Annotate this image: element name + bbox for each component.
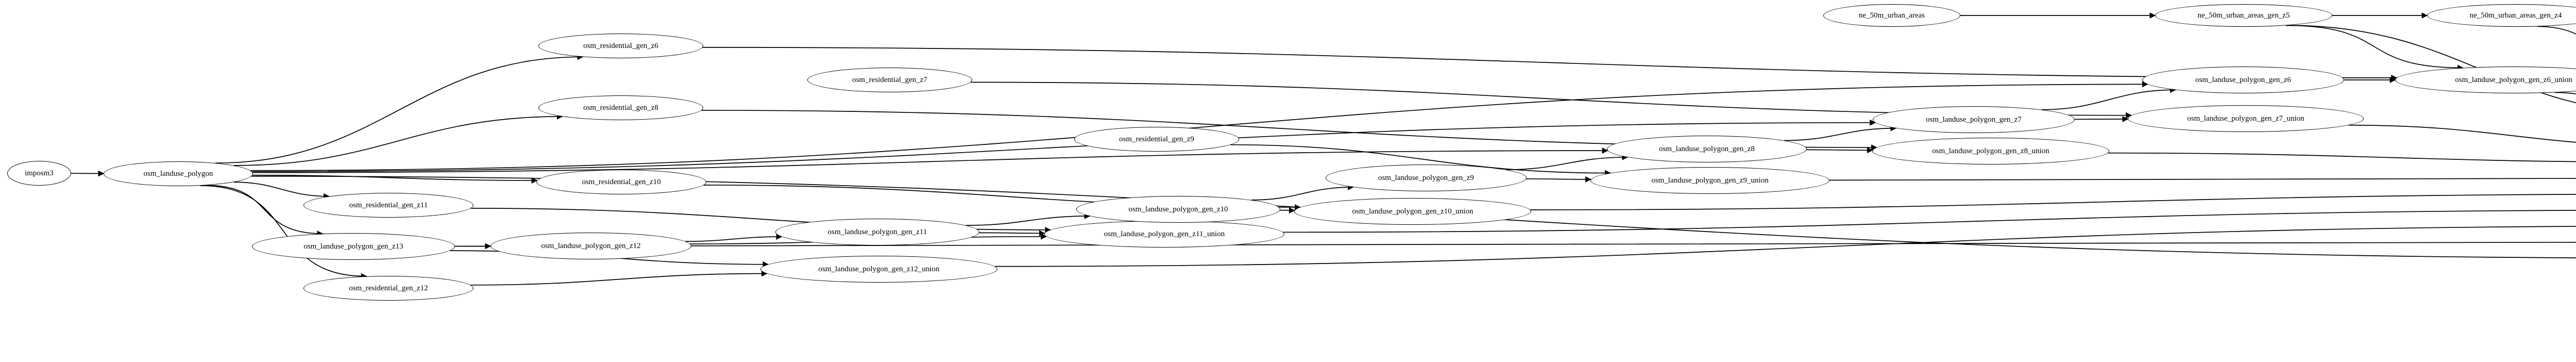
graph-node-label: osm_landuse_polygon_gen_z9_union (1651, 176, 1769, 185)
graph-edge (1530, 194, 2576, 210)
graph-edge (2348, 124, 2576, 143)
graph-node-label: osm_residential_gen_z7 (852, 75, 927, 84)
graph-edge (2285, 25, 2464, 71)
graph-node-label: osm_residential_gen_z11 (349, 201, 428, 209)
graph-node-ne-50m-urban-areas-gen-z4[interactable]: ne_50m_urban_areas_gen_z4 (2427, 4, 2576, 27)
graph-node-label: osm_residential_gen_z9 (1119, 135, 1194, 143)
graph-node-osm-residential-gen-z6[interactable]: osm_residential_gen_z6 (538, 34, 703, 58)
graph-edge (1784, 125, 1897, 141)
graph-node-label: osm_landuse_polygon_gen_z9 (1378, 173, 1474, 182)
graph-node-label: osm_landuse_polygon (143, 169, 213, 178)
graph-node-label: osm_landuse_polygon_gen_z11_union (1104, 229, 1225, 238)
graph-edge (965, 212, 1091, 226)
graph-node-label: osm_landuse_polygon_gen_z6 (2195, 75, 2291, 84)
graph-node-osm-residential-gen-z11[interactable]: osm_residential_gen_z11 (303, 193, 473, 218)
graph-edge (685, 234, 783, 242)
graph-node-ne-50m-urban-areas[interactable]: ne_50m_urban_areas (1823, 4, 1960, 27)
graph-edge (1829, 177, 2576, 181)
graph-node-label: osm_landuse_polygon_gen_z10_union (1352, 207, 1473, 216)
graph-edge (233, 113, 563, 166)
graph-edge (215, 54, 584, 164)
graph-node-osm-landuse-polygon-gen-z7-union[interactable]: osm_landuse_polygon_gen_z7_union (2128, 105, 2364, 132)
graph-node-osm-landuse-polygon-gen-z9-union[interactable]: osm_landuse_polygon_gen_z9_union (1590, 167, 1829, 194)
graph-node-label: osm_landuse_polygon_gen_z12 (541, 241, 641, 250)
graph-node-imposm3[interactable]: imposm3 (7, 161, 71, 186)
graph-node-label: osm_landuse_polygon_gen_z6_union (2455, 75, 2572, 84)
graph-node-osm-residential-gen-z9[interactable]: osm_residential_gen_z9 (1074, 127, 1239, 152)
graph-node-label: osm_residential_gen_z10 (582, 177, 661, 186)
graph-edge (2554, 92, 2576, 94)
graph-node-label: osm_landuse_polygon_gen_z8_union (1932, 146, 2049, 155)
graph-node-osm-landuse-polygon-gen-z11[interactable]: osm_landuse_polygon_gen_z11 (775, 219, 979, 245)
graph-node-osm-landuse-polygon-gen-z7[interactable]: osm_landuse_polygon_gen_z7 (1873, 106, 2075, 133)
graph-node-label: osm_residential_gen_z6 (583, 41, 658, 50)
graph-node-osm-residential-gen-z12[interactable]: osm_residential_gen_z12 (303, 276, 473, 301)
graph-edge (250, 81, 2148, 171)
graph-node-label: osm_landuse_polygon_gen_z13 (303, 242, 403, 251)
graph-node-label: osm_landuse_polygon_gen_z11 (827, 227, 927, 236)
graph-edge (252, 174, 538, 184)
graph-node-label: imposm3 (25, 169, 54, 177)
graph-node-osm-landuse-polygon-gen-z10[interactable]: osm_landuse_polygon_gen_z10 (1076, 196, 1280, 223)
graph-edge (2108, 152, 2576, 162)
graph-node-osm-landuse-polygon[interactable]: osm_landuse_polygon (104, 161, 253, 186)
graph-node-osm-landuse-polygon-gen-z6-union[interactable]: osm_landuse_polygon_gen_z6_union (2395, 67, 2576, 93)
graph-node-ne-50m-urban-areas-gen-z5[interactable]: ne_50m_urban_areas_gen_z5 (2155, 4, 2332, 27)
graph-node-osm-landuse-polygon-gen-z13[interactable]: osm_landuse_polygon_gen_z13 (252, 233, 455, 260)
graph-edge (470, 270, 768, 286)
graph-edge (1251, 184, 1354, 201)
graph-node-label: osm_residential_gen_z12 (349, 284, 428, 292)
graph-node-osm-landuse-polygon-gen-z8[interactable]: osm_landuse_polygon_gen_z8 (1607, 136, 1807, 162)
graph-node-label: osm_landuse_polygon_gen_z12_union (818, 265, 940, 273)
graph-node-osm-landuse-polygon-gen-z12-union[interactable]: osm_landuse_polygon_gen_z12_union (760, 256, 997, 283)
graph-edge (454, 241, 2576, 247)
graph-node-label: ne_50m_urban_areas_gen_z4 (2469, 11, 2562, 20)
graph-node-osm-residential-gen-z10[interactable]: osm_residential_gen_z10 (536, 170, 706, 194)
graph-node-label: osm_landuse_polygon_gen_z8 (1659, 144, 1755, 153)
graph-node-label: ne_50m_urban_areas (1858, 11, 1925, 20)
graph-edge (233, 182, 330, 200)
graph-node-osm-landuse-polygon-gen-z11-union[interactable]: osm_landuse_polygon_gen_z11_union (1044, 221, 1284, 248)
graph-node-label: osm_landuse_polygon_gen_z7 (1926, 115, 2022, 124)
graph-node-osm-landuse-polygon-gen-z6[interactable]: osm_landuse_polygon_gen_z6 (2142, 67, 2344, 93)
graph-node-osm-landuse-polygon-gen-z12[interactable]: osm_landuse_polygon_gen_z12 (490, 233, 691, 259)
graph-edge (206, 185, 324, 237)
graph-node-osm-residential-gen-z8[interactable]: osm_residential_gen_z8 (538, 95, 703, 120)
graph-node-label: ne_50m_urban_areas_gen_z5 (2197, 11, 2290, 20)
graph-node-osm-landuse-polygon-gen-z8-union[interactable]: osm_landuse_polygon_gen_z8_union (1872, 138, 2109, 164)
graph-node-osm-residential-gen-z7[interactable]: osm_residential_gen_z7 (807, 68, 972, 92)
graph-node-label: osm_residential_gen_z8 (583, 103, 658, 112)
graph-edge (2041, 87, 2176, 110)
graph-edge (1505, 154, 1629, 170)
graph-node-osm-landuse-polygon-gen-z10-union[interactable]: osm_landuse_polygon_gen_z10_union (1294, 198, 1531, 225)
graph-node-label: osm_landuse_polygon_gen_z7_union (2187, 114, 2304, 123)
graph-node-osm-landuse-polygon-gen-z9[interactable]: osm_landuse_polygon_gen_z9 (1326, 164, 1527, 191)
graph-node-label: osm_landuse_polygon_gen_z10 (1128, 205, 1228, 213)
